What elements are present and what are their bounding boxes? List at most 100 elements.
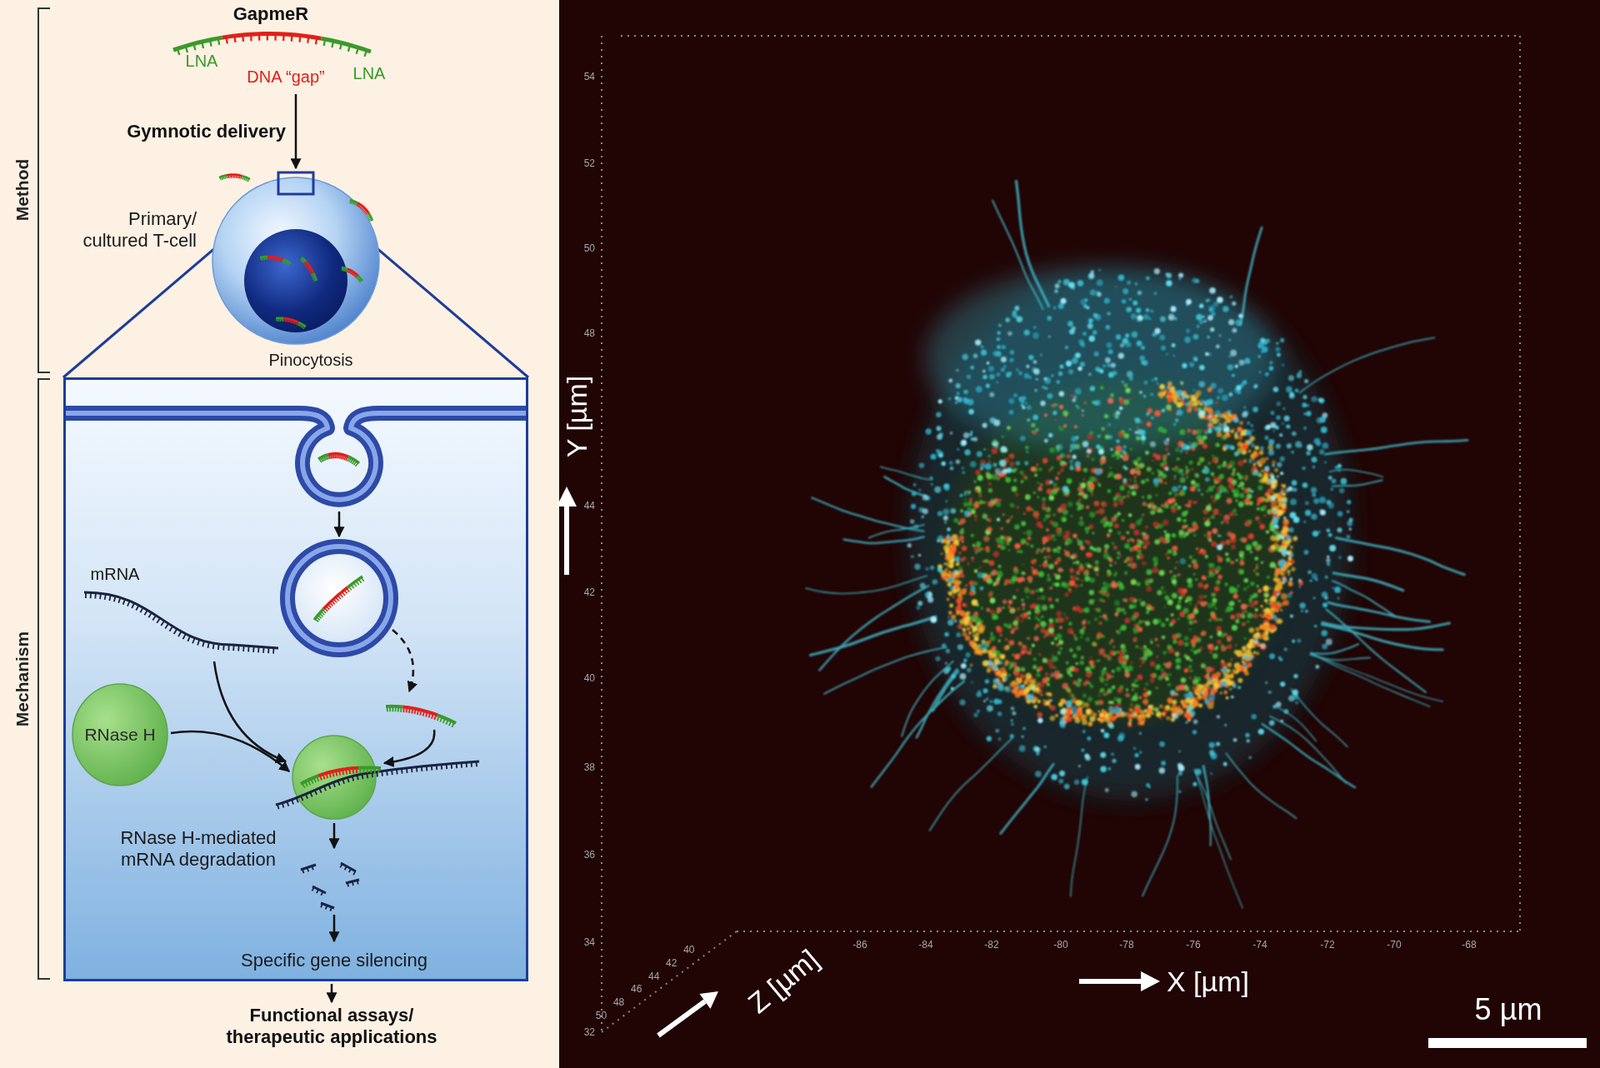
fluorescent-dot [1124,433,1130,440]
fluorescent-dot [971,560,974,562]
fluorescent-dot [1188,598,1191,601]
fluorescent-dot [1189,613,1195,620]
fluorescent-dot [1034,615,1039,620]
fluorescent-dot [1010,626,1013,630]
filopodium [1194,770,1231,860]
fluorescent-dot [1034,635,1040,641]
fluorescent-dot [1244,578,1249,583]
fluorescent-dot [1237,461,1241,465]
fluorescent-dot [1235,650,1243,658]
fluorescent-dot [1160,504,1164,507]
filopodium [930,738,1013,831]
fluorescent-dot [1170,613,1175,617]
fluorescent-dot [1122,455,1129,461]
fluorescent-dot [1043,635,1046,639]
fluorescent-dot [997,498,1001,502]
fluorescent-dot [1000,545,1006,550]
fluorescent-dot [1025,542,1030,546]
fluorescent-dot [1013,566,1018,571]
fluorescent-dot [1139,620,1144,625]
fluorescent-dot [1215,492,1221,499]
fluorescent-dot [1095,573,1099,576]
fluorescent-dot [1265,530,1270,534]
fluorescent-dot [1014,670,1020,677]
fluorescent-dot [1057,550,1060,554]
fluorescent-dot [1135,645,1139,649]
fluorescent-dot [1117,688,1123,694]
fluorescent-dot [975,486,981,493]
fluorescent-dot [1159,536,1164,541]
fluorescent-dot [1264,592,1270,598]
fluorescent-dot [1125,388,1130,394]
fluorescent-dot [1228,483,1235,490]
fluorescent-dot [1114,612,1119,617]
fluorescent-dot [1171,579,1177,585]
fluorescent-dot [1227,644,1233,650]
fluorescent-dot [951,534,959,541]
fluorescent-dot [1230,560,1234,565]
fluorescent-dot [1246,612,1253,619]
fluorescent-dot [1066,454,1071,459]
fluorescent-dot [1004,664,1006,666]
fluorescent-dot [1095,547,1101,553]
fluorescent-dot [1050,466,1055,470]
fluorescent-dot [1160,668,1165,673]
fluorescent-dot [1184,635,1190,641]
fluorescent-dot [1037,597,1040,600]
fluorescent-dot [1042,562,1048,568]
filopodium [1333,573,1403,591]
fluorescent-dot [1225,557,1230,562]
fluorescent-dot [1062,683,1069,690]
fluorescent-dot [1023,532,1026,535]
fluorescent-dot [1175,665,1181,670]
fluorescent-dot [1163,590,1166,594]
fluorescent-dot [1162,454,1168,460]
fluorescent-dot [1111,685,1116,690]
fluorescent-dot [1156,590,1162,595]
fluorescent-dot [1140,647,1143,650]
fluorescent-dot [1106,674,1112,680]
fluorescent-dot [1221,463,1226,468]
fluorescent-dot [1137,626,1143,632]
fluorescent-dot [1063,613,1066,616]
fluorescent-dot [1205,555,1209,559]
fluorescent-dot [1026,636,1030,640]
fluorescent-dot [1057,567,1063,573]
fluorescent-dot [1123,611,1127,615]
fluorescent-dot [1075,584,1080,589]
fluorescent-dot [1085,672,1092,679]
fluorescent-dot [1134,692,1138,696]
fluorescent-dot [1145,586,1152,593]
fluorescent-dot [1077,678,1082,683]
fluorescent-dot [958,551,961,555]
fluorescent-dot [1223,690,1228,695]
fluorescent-dot [1248,450,1252,454]
fluorescent-dot [1010,515,1014,519]
fluorescent-dot [1125,670,1127,672]
flow-arrow [330,984,334,1003]
fluorescent-dot [1161,635,1166,640]
fluorescent-dot [1085,526,1090,532]
fluorescent-dot [1113,697,1118,702]
fluorescent-dot [967,563,970,566]
fluorescent-dot [1235,513,1238,516]
fluorescent-dot [1063,519,1066,522]
fluorescent-dot [1234,488,1240,494]
fluorescent-dot [1055,643,1060,647]
fluorescent-dot [1010,609,1015,614]
fluorescent-dot [1086,434,1093,440]
fluorescent-dot [1105,691,1109,695]
fluorescent-dot [1265,602,1269,605]
fluorescent-dot [1194,500,1198,505]
fluorescent-dot [1196,429,1202,435]
fluorescent-dot [1170,497,1176,503]
fluorescent-dot [1101,504,1105,507]
fluorescent-dot [1270,561,1276,568]
fluorescent-dot [1064,592,1069,597]
fluorescent-dot [1212,509,1219,515]
fluorescent-dot [1100,457,1106,464]
fluorescent-dot [1123,660,1127,664]
fluorescent-dot [1176,573,1180,577]
fluorescent-dot [1076,538,1080,541]
fluorescent-dot [1155,454,1161,460]
